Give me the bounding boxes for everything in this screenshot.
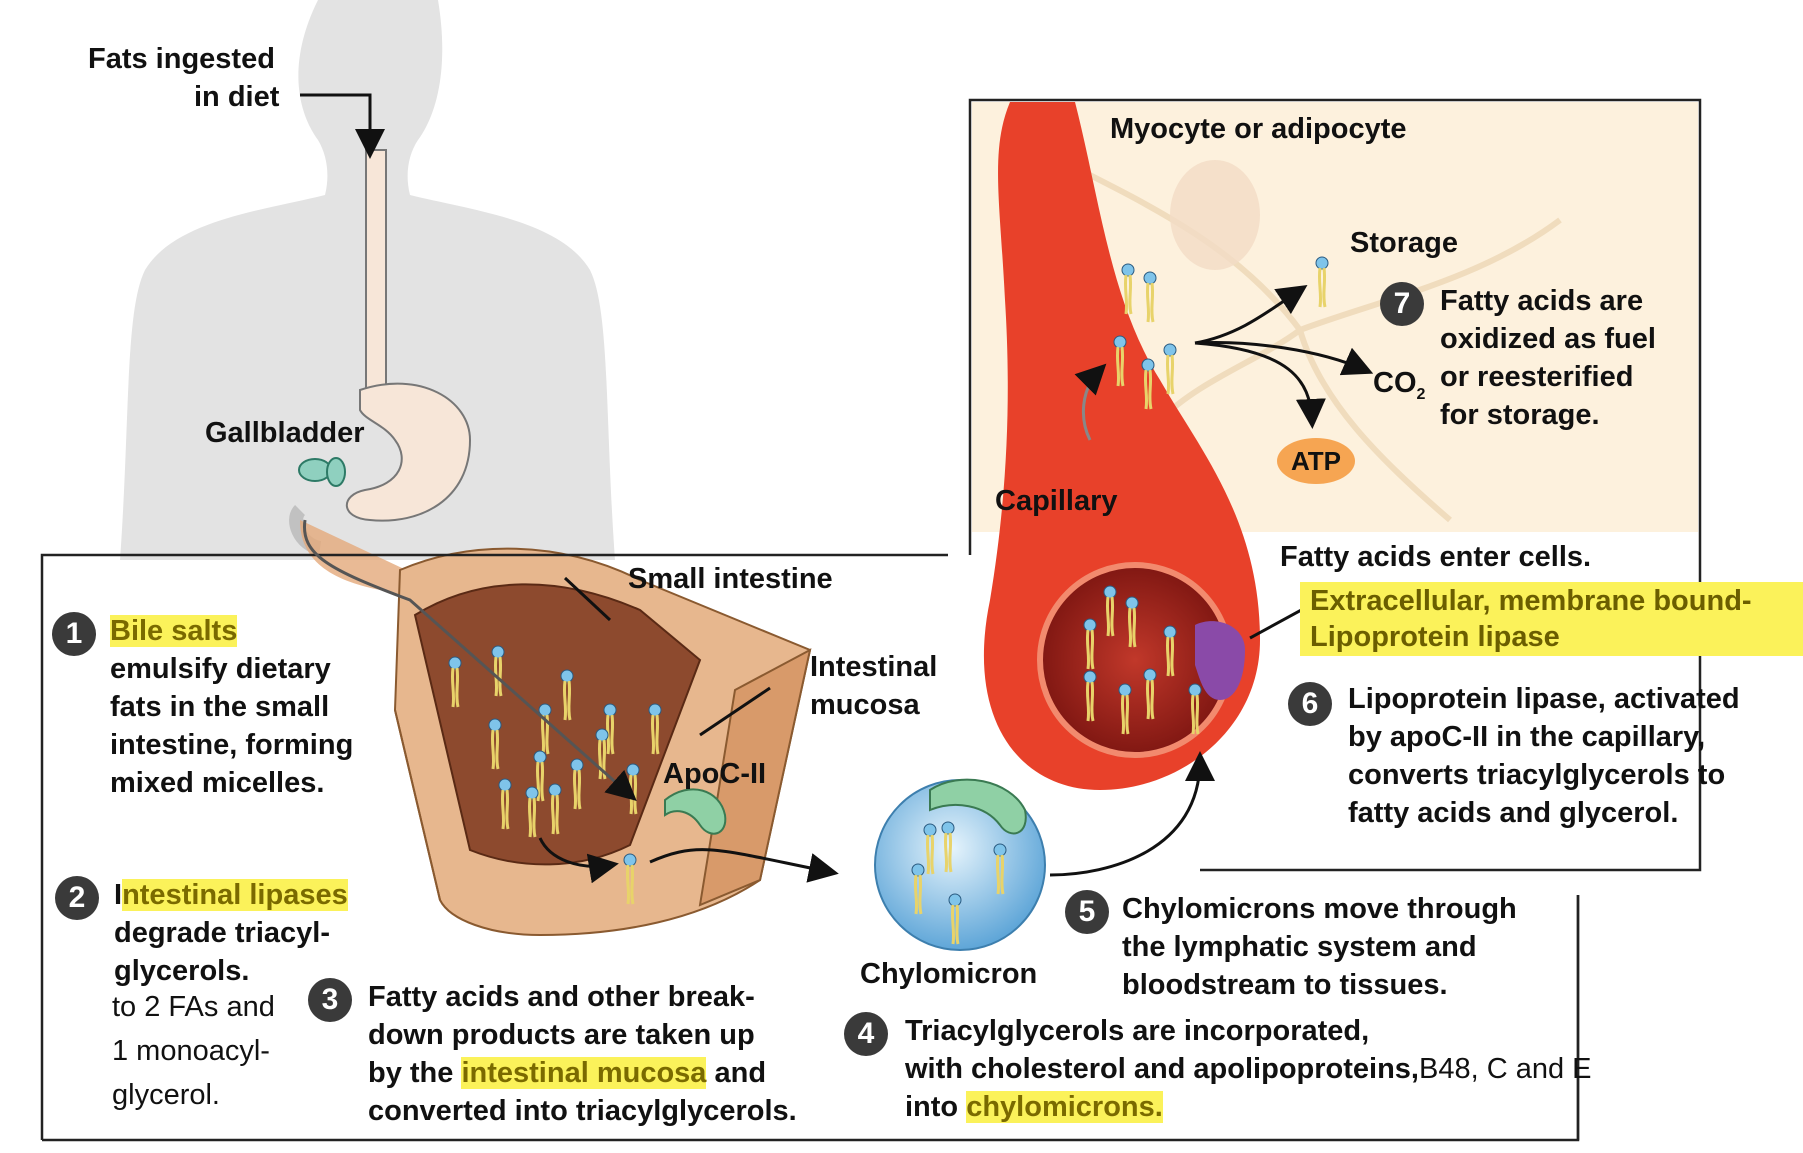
fatty-acids-enter-label: Fatty acids enter cells. xyxy=(1280,541,1592,573)
step-7-badge: 7 xyxy=(1380,282,1424,326)
step-1-badge: 1 xyxy=(52,612,96,656)
co2-text: CO xyxy=(1373,367,1417,399)
step-2-text: Intestinal lipases degrade triacyl- glyc… xyxy=(114,876,348,990)
step-2-note-2: 1 monoacyl- xyxy=(112,1035,270,1067)
step-1-text: Bile salts emulsify dietary fats in the … xyxy=(110,612,353,802)
esophagus-stomach xyxy=(345,149,472,522)
co2-label: CO2 xyxy=(1373,364,1425,414)
step-4-line-2: with cholesterol and apolipoproteins, xyxy=(905,1053,1419,1085)
step-5-line-1: Chylomicrons move through xyxy=(1122,893,1517,925)
step-4-note: B48, C and E xyxy=(1419,1053,1592,1085)
step-4-line-3-pre: into xyxy=(905,1091,967,1123)
step-3-highlight: intestinal mucosa xyxy=(461,1057,707,1089)
step-6-line-1: Lipoprotein lipase, activated xyxy=(1348,683,1740,715)
step-3-line-2: down products are taken up xyxy=(368,1019,755,1051)
step-5-line-2: the lymphatic system and xyxy=(1122,931,1477,963)
myocyte-label: Myocyte or adipocyte xyxy=(1110,113,1407,145)
storage-label: Storage xyxy=(1350,227,1458,259)
gallbladder-label: Gallbladder xyxy=(205,417,365,449)
step-6-line-2: by apoC-II in the capillary, xyxy=(1348,721,1706,753)
panel-borders xyxy=(40,98,1702,1142)
step-5-text: Chylomicrons move through the lymphatic … xyxy=(1122,890,1517,1004)
step-2-note-1: to 2 FAs and xyxy=(112,991,275,1023)
step-1-highlight: Bile salts xyxy=(110,615,238,647)
step-2-line-1: degrade triacyl- xyxy=(114,917,330,949)
step-6-line-4: fatty acids and glycerol. xyxy=(1348,797,1679,829)
fats-ingested-label: Fats ingested xyxy=(88,43,275,75)
step-3-line-4: converted into triacylglycerols. xyxy=(368,1095,797,1127)
step-2-badge: 2 xyxy=(55,876,99,920)
small-intestine-shape xyxy=(300,520,812,937)
step-2-note: to 2 FAs and 1 monoacyl- glycerol. xyxy=(112,985,275,1117)
step-4-line-1: Triacylglycerols are incorporated, xyxy=(905,1015,1370,1047)
lpl-label-2: Lipoprotein lipase xyxy=(1300,618,1803,656)
step-3-badge: 3 xyxy=(308,978,352,1022)
fats-ingested-label-2: in diet xyxy=(194,81,280,113)
step-1-line-3: intestine, forming xyxy=(110,729,354,761)
intestinal-mucosa-label: Intestinal xyxy=(810,651,938,683)
step-6-text: Lipoprotein lipase, activated by apoC-II… xyxy=(1348,680,1740,832)
step-2-highlight: ntestinal lipases xyxy=(122,879,348,911)
step-5-line-3: bloodstream to tissues. xyxy=(1122,969,1448,1001)
step-3-line-1: Fatty acids and other break- xyxy=(368,981,755,1013)
step-1-line-4: mixed micelles. xyxy=(110,767,325,799)
intestinal-mucosa-label-2: mucosa xyxy=(810,689,920,721)
chylomicron-label: Chylomicron xyxy=(860,958,1038,990)
step-7-text: Fatty acids are oxidized as fuel or rees… xyxy=(1440,282,1656,434)
capillary-label: Capillary xyxy=(995,485,1118,517)
step-2-line-2: glycerols. xyxy=(114,955,250,987)
step-2-note-3: glycerol. xyxy=(112,1079,220,1111)
step-3-line-3-post: and xyxy=(706,1057,767,1089)
step-3-line-3-pre: by the xyxy=(368,1057,462,1089)
apoc2-label: ApoC-II xyxy=(663,758,767,790)
atp-badge: ATP xyxy=(1277,438,1355,484)
step-1-line-2: fats in the small xyxy=(110,691,330,723)
step-4-text: Triacylglycerols are incorporated, with … xyxy=(905,1012,1592,1126)
step-7-line-3: or reesterified xyxy=(1440,361,1634,393)
step-1-line-1: emulsify dietary xyxy=(110,653,331,685)
co2-subscript: 2 xyxy=(1416,385,1426,403)
step-5-badge: 5 xyxy=(1065,890,1109,934)
step-4-badge: 4 xyxy=(844,1012,888,1056)
step-2-prefix: I xyxy=(114,879,123,911)
step-6-line-3: converts triacylglycerols to xyxy=(1348,759,1726,791)
step-6-badge: 6 xyxy=(1288,682,1332,726)
small-intestine-label: Small intestine xyxy=(628,563,833,595)
step-4-highlight: chylomicrons. xyxy=(966,1091,1163,1123)
pathway-arrows xyxy=(300,93,1374,884)
step-7-line-4: for storage. xyxy=(1440,399,1600,431)
step-3-text: Fatty acids and other break- down produc… xyxy=(368,978,797,1130)
step-7-line-1: Fatty acids are xyxy=(1440,285,1644,317)
step-7-line-2: oxidized as fuel xyxy=(1440,323,1656,355)
lpl-label-1: Extracellular, membrane bound- xyxy=(1300,582,1803,620)
